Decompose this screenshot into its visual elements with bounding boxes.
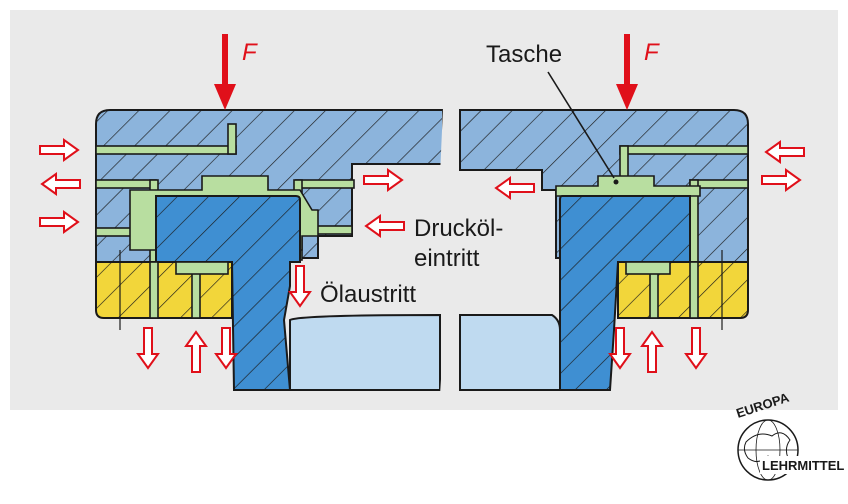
left-bearing (95, 109, 444, 391)
pocket-marker (613, 179, 619, 185)
oil-inlet-label-line2: eintritt (414, 245, 480, 272)
left-shaft (289, 313, 441, 391)
right-bearing (459, 71, 749, 391)
pocket-leader-line (547, 71, 615, 179)
force-arrow-left (214, 34, 236, 110)
oil-inlet-label-line1: Drucköl- (414, 215, 503, 242)
oil-outlet-label: Ölaustritt (320, 281, 416, 308)
right-oil-channels (555, 145, 749, 277)
logo-bottom-text: LEHRMITTEL (762, 458, 844, 473)
force-arrow-right (616, 34, 638, 110)
right-shaft (459, 314, 561, 391)
force-label-right: F (644, 39, 660, 66)
pocket-label: Tasche (486, 41, 562, 68)
left-bronze-bushing (95, 250, 233, 330)
force-label-left: F (242, 39, 258, 66)
right-bronze-bushing (617, 250, 749, 330)
break-gap (438, 108, 460, 395)
